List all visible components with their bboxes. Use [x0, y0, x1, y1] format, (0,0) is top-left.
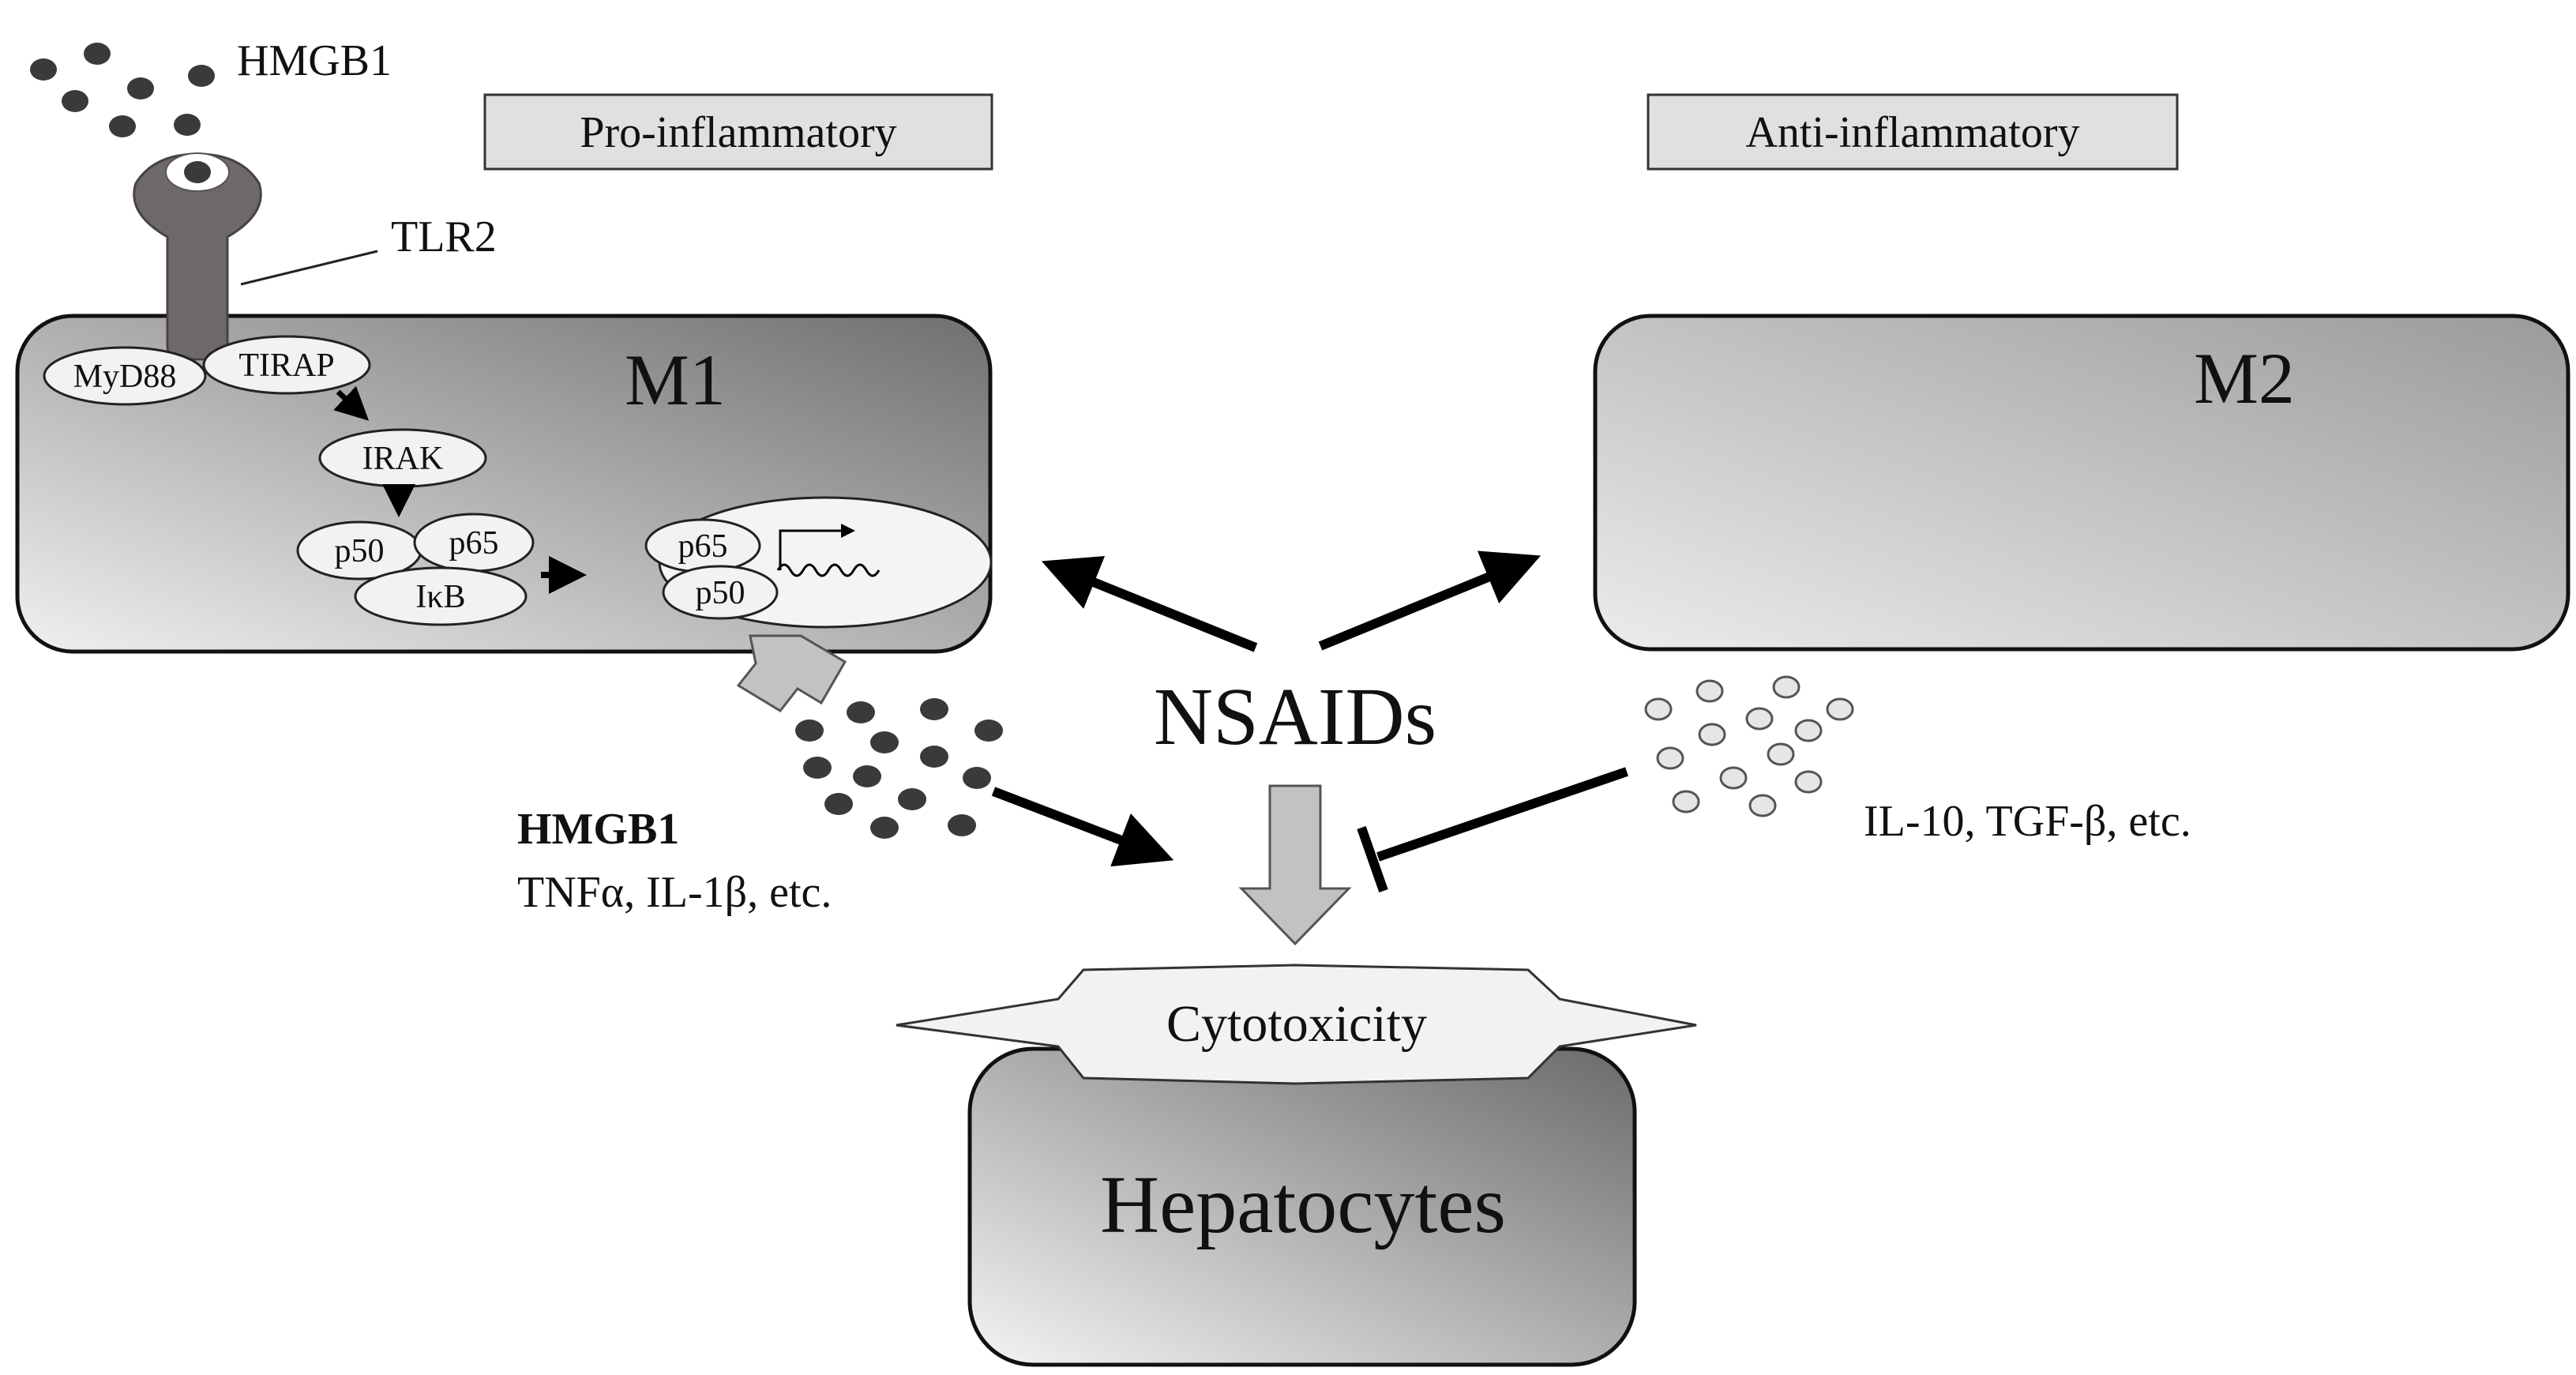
m1-cytokine-dots: [795, 698, 1003, 839]
p65-label: p65: [449, 525, 499, 562]
m1-cytokines-label: TNFα, IL-1β, etc.: [517, 868, 832, 917]
cytokine-dot: [898, 788, 926, 810]
m2-cytokine-dots: [1644, 675, 1854, 817]
cytokine-dot: [870, 731, 899, 753]
cytotoxicity-label: Cytotoxicity: [1166, 995, 1427, 1053]
hmgb1-bound-dot: [184, 161, 211, 183]
transcription-start-icon: [776, 524, 881, 577]
cytokine-dot: [1672, 790, 1700, 813]
nucleus-p50-node: [662, 565, 779, 620]
cytokine-dot: [1826, 697, 1854, 721]
nsaids-down-arrow: [1238, 784, 1352, 946]
tlr2-label: TLR2: [391, 212, 497, 261]
irak-label: IRAK: [362, 441, 444, 477]
cytokine-dot: [853, 765, 881, 787]
cytokine-dot: [974, 719, 1003, 742]
cytokine-dot: [870, 817, 899, 839]
pro-inflammatory-label: Pro-inflammatory: [580, 108, 896, 157]
cytokine-dot: [1794, 719, 1823, 742]
hmgb1-top-label: HMGB1: [237, 36, 392, 85]
nsaids-label: NSAIDs: [1154, 671, 1436, 762]
ikb-label: IκB: [415, 579, 465, 615]
cytokine-dot: [1698, 723, 1726, 746]
cytokine-dot: [1644, 697, 1673, 721]
tirap-irak-arrow: [333, 385, 370, 421]
m1-label: M1: [625, 340, 726, 420]
nucleus-p50-label: p50: [696, 575, 745, 611]
cytokine-dot: [1695, 679, 1724, 703]
tirap-node: [202, 335, 371, 395]
hmgb1-top-dots: [30, 43, 215, 137]
m1-secretion-arrow: [736, 634, 847, 712]
myd88-label: MyD88: [73, 359, 177, 395]
hmgb1-dot: [84, 43, 111, 65]
cytokine-dot: [1767, 742, 1795, 766]
anti-inflammatory-tag: Anti-inflammatory: [1647, 93, 2179, 171]
m2-macrophage-box: [1593, 314, 2570, 652]
tirap-label: TIRAP: [238, 348, 334, 384]
hmgb1-dot: [188, 65, 215, 87]
hmgb1-dot: [174, 114, 201, 136]
nucleus-p65-label: p65: [678, 528, 728, 565]
p50-label: p50: [335, 533, 385, 569]
anti-inflammatory-label: Anti-inflammatory: [1745, 108, 2079, 157]
cytokine-dot: [1656, 746, 1684, 770]
hmgb1-dot: [109, 115, 136, 137]
pro-inflammatory-tag: Pro-inflammatory: [483, 93, 993, 171]
hmgb1-dot: [127, 77, 154, 100]
nsaids-to-m2-arrow: [1318, 550, 1541, 651]
cytokine-dot: [1719, 766, 1748, 790]
cytotoxicity-burst: Cytotoxicity: [896, 964, 1697, 1085]
hmgb1-dot: [62, 90, 88, 112]
cytokine-dot: [1745, 707, 1774, 731]
nsaids-to-m1-arrow: [1041, 556, 1258, 652]
ikb-node: [354, 566, 528, 626]
cytokine-dot: [1772, 675, 1801, 699]
m2-inhibition-line: [1357, 767, 1628, 892]
hmgb1-dot: [30, 58, 57, 81]
cytokine-dot: [1794, 770, 1823, 794]
cytokine-dot: [803, 757, 832, 779]
cytokine-dot: [920, 698, 948, 720]
m2-label: M2: [2194, 338, 2295, 419]
hepatocytes-label: Hepatocytes: [1100, 1159, 1506, 1250]
tlr2-receptor: [133, 152, 262, 361]
myd88-node: [43, 346, 207, 406]
m2-cytokines-label: IL-10, TGF-β, etc.: [1864, 797, 2191, 846]
m1-cytokines-to-hepatocytes-arrow: [991, 787, 1174, 867]
cytokine-dot: [824, 793, 853, 815]
cytokine-dot: [948, 814, 976, 836]
cytokine-dot: [847, 701, 875, 723]
cytokine-dot: [795, 719, 824, 742]
tlr2-pointer-line: [240, 250, 378, 286]
hmgb1-bold-label: HMGB1: [517, 805, 679, 854]
cytokine-dot: [963, 767, 991, 789]
cytokine-dot: [1748, 794, 1777, 817]
cytokine-dot: [920, 746, 948, 768]
